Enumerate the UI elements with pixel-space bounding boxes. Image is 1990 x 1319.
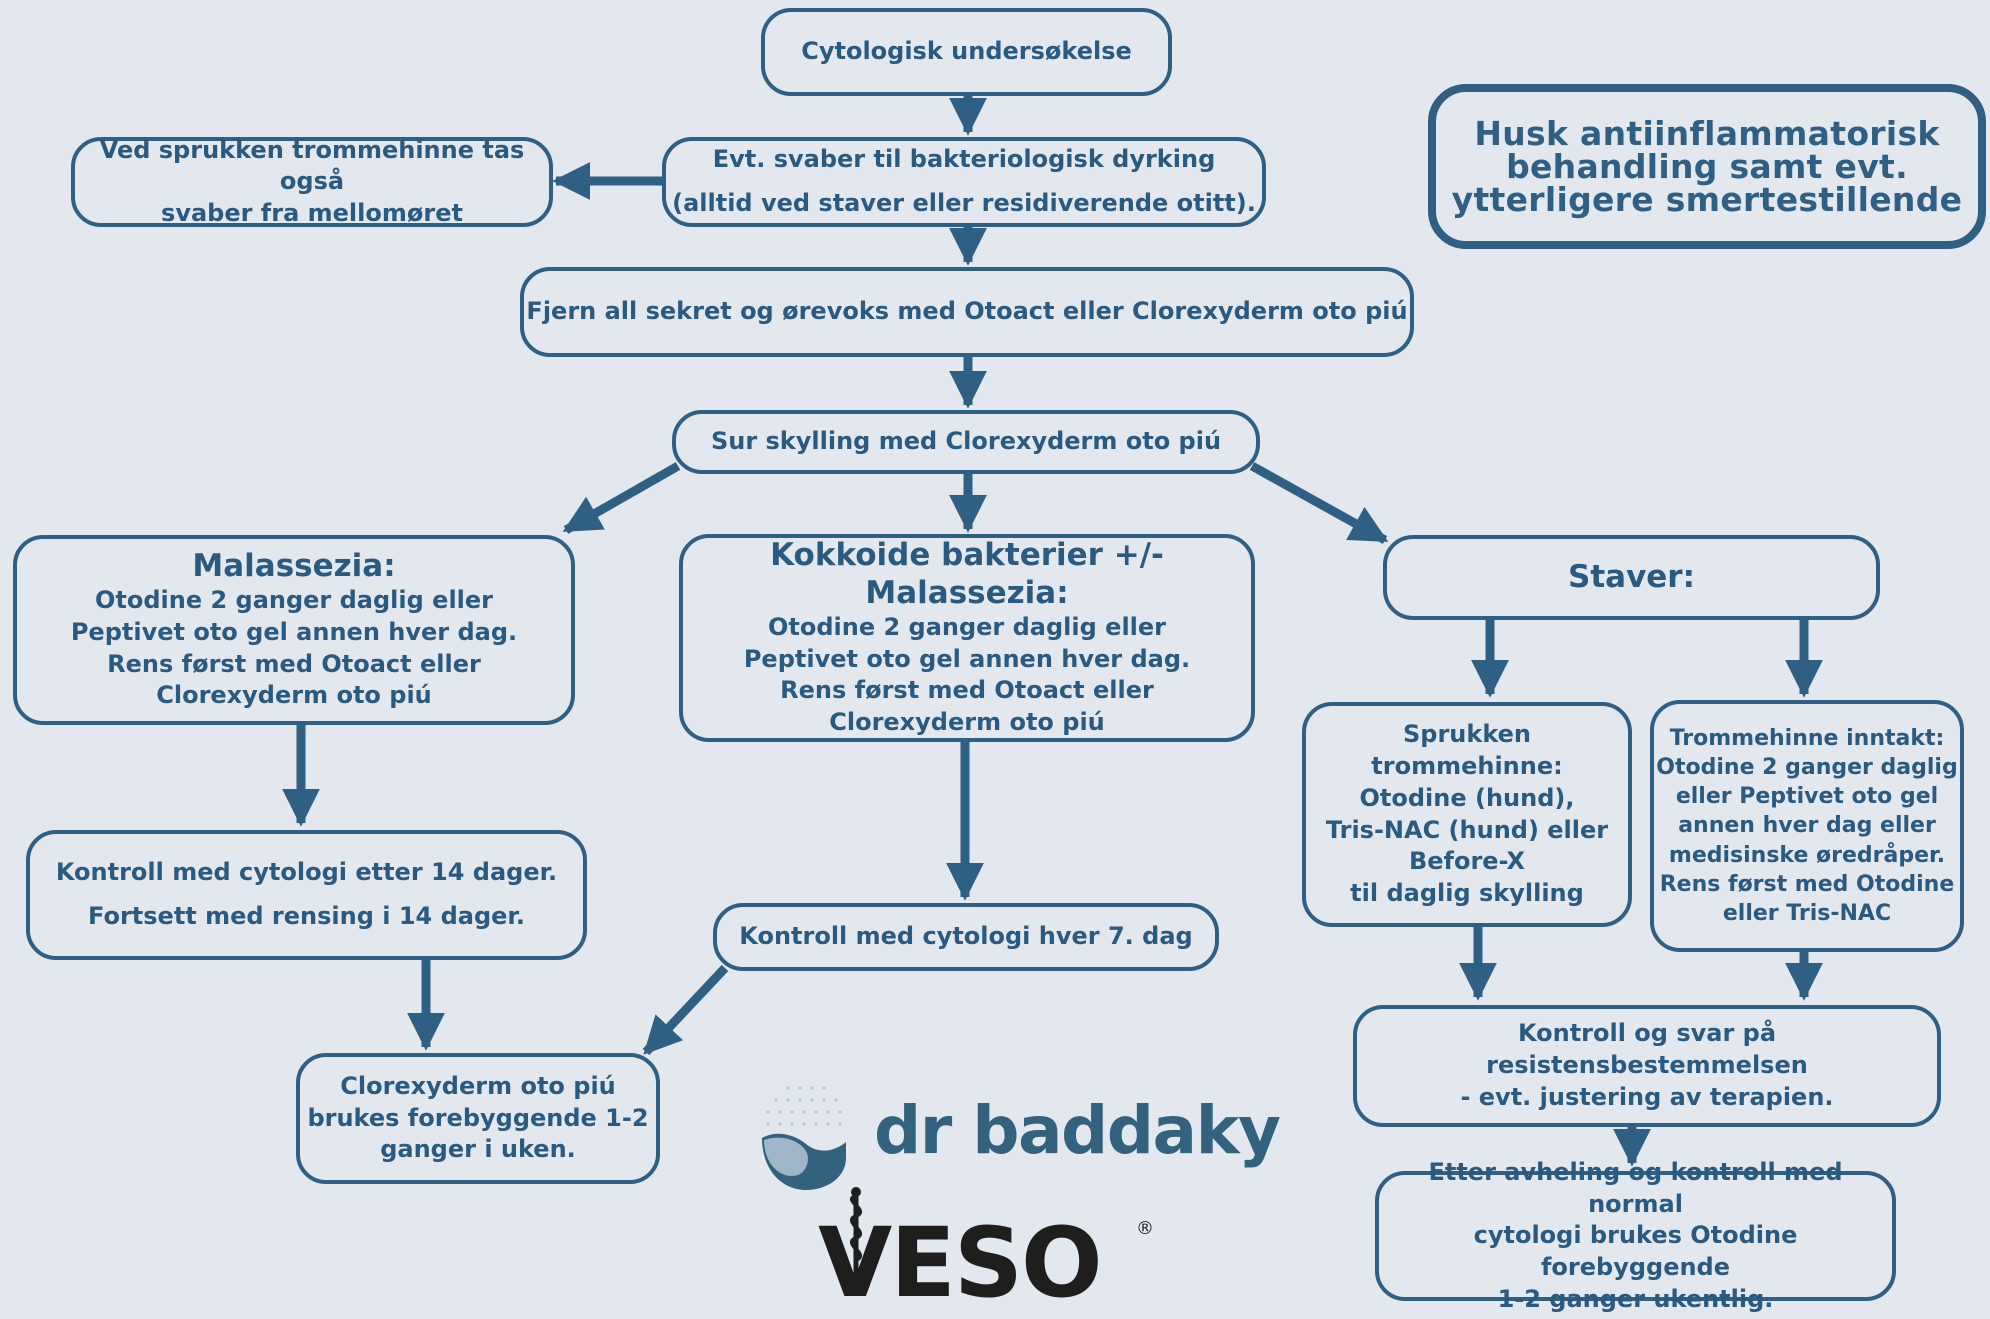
- registered-mark: ®: [1136, 1218, 1154, 1239]
- middle-ear-text-1: Ved sprukken trommehinne tas også: [99, 135, 525, 196]
- dr-baddaky-logo-mark: [762, 1086, 846, 1190]
- remove-text: Fjern all sekret og ørevoks med Otoact e…: [526, 297, 1408, 326]
- control14-line-2: Fortsett med rensing i 14 dager.: [88, 902, 525, 930]
- preventive-line-3: ganger i uken.: [380, 1135, 576, 1164]
- middle-ear-text-2: svaber fra mellomøret: [161, 198, 463, 227]
- healing-line-2: cytologi brukes Otodine forebyggende: [1473, 1221, 1798, 1281]
- intact-line-4: annen hver dag eller: [1678, 813, 1936, 839]
- control7-text: Kontroll med cytologi hver 7. dag: [739, 922, 1193, 951]
- veso-logo-text: VESO: [818, 1207, 1103, 1319]
- ruptured-line-4: Before-X: [1408, 847, 1526, 876]
- cocci-box: Kokkoide bakterier +/- Malassezia: Otodi…: [679, 534, 1255, 742]
- note-text-2: behandling samt evt.: [1506, 147, 1908, 186]
- intact-line-7: eller Tris-NAC: [1722, 900, 1892, 926]
- healing-line-3: 1-2 ganger ukentlig.: [1497, 1284, 1774, 1313]
- cytology-text: Cytologisk undersøkelse: [801, 37, 1132, 66]
- cocci-line-3: Rens først med Otoact eller: [780, 676, 1154, 705]
- malassezia-box: Malassezia: Otodine 2 ganger daglig elle…: [13, 535, 575, 725]
- control-7-days-box: Kontroll med cytologi hver 7. dag: [713, 903, 1219, 971]
- ruptured-line-5: til daglig skylling: [1350, 878, 1584, 907]
- note-text-3: ytterligere smertestillende: [1451, 180, 1963, 219]
- intact-line-6: Rens først med Otodine: [1659, 871, 1955, 897]
- rods-title: Staver:: [1568, 558, 1695, 595]
- swab-text-2: (alltid ved staver eller residiverende o…: [672, 189, 1256, 217]
- ruptured-line-1: Sprukken trommehinne:: [1371, 720, 1563, 781]
- veso-caduceus-icon: [850, 1187, 862, 1296]
- cocci-line-2: Peptivet oto gel annen hver dag.: [743, 644, 1191, 673]
- reminder-note-box: Husk antiinflammatorisk behandling samt …: [1428, 84, 1986, 249]
- preventive-line-1: Clorexyderm oto piú: [340, 1071, 616, 1100]
- resistance-line-2: - evt. justering av terapien.: [1460, 1082, 1834, 1111]
- preventive-box: Clorexyderm oto piú brukes forebyggende …: [296, 1053, 660, 1184]
- intact-line-3: eller Peptivet oto gel: [1675, 784, 1939, 810]
- malassezia-title: Malassezia:: [192, 548, 396, 585]
- healing-box: Etter avheling og kontroll med normal cy…: [1375, 1158, 1896, 1313]
- cocci-line-1: Otodine 2 ganger daglig eller: [767, 612, 1167, 641]
- cocci-title: Kokkoide bakterier +/- Malassezia:: [770, 537, 1164, 611]
- arrow-rinse-to-rods: [1249, 462, 1389, 544]
- control-14-days-box: Kontroll med cytologi etter 14 dager. Fo…: [26, 830, 587, 960]
- intact-line-5: medisinske øredråper.: [1668, 842, 1946, 868]
- malassezia-line-3: Rens først med Otoact eller: [107, 649, 481, 678]
- cocci-line-4: Clorexyderm oto piú: [829, 707, 1105, 736]
- swab-box: Evt. svaber til bakteriologisk dyrking (…: [662, 137, 1266, 227]
- intact-eardrum-box: Trommehinne inntakt: Otodine 2 ganger da…: [1650, 700, 1964, 952]
- swab-text-1: Evt. svaber til bakteriologisk dyrking: [712, 145, 1216, 174]
- resistance-line-1: Kontroll og svar på resistensbestemmelse…: [1486, 1019, 1808, 1080]
- ruptured-eardrum-box: Sprukken trommehinne: Otodine (hund), Tr…: [1302, 702, 1632, 927]
- dr-baddaky-logo-text: dr baddaky: [874, 1092, 1281, 1169]
- remove-box: Fjern all sekret og ørevoks med Otoact e…: [520, 267, 1414, 357]
- malassezia-line-4: Clorexyderm oto piú: [156, 681, 432, 710]
- intact-line-1: Trommehinne inntakt:: [1669, 726, 1945, 752]
- control14-line-1: Kontroll med cytologi etter 14 dager.: [55, 858, 558, 887]
- malassezia-line-1: Otodine 2 ganger daglig eller: [94, 586, 494, 615]
- rods-box: Staver:: [1383, 535, 1880, 620]
- preventive-line-2: brukes forebyggende 1-2: [307, 1103, 649, 1132]
- arrow-rinse-to-malassezia: [562, 462, 681, 534]
- ruptured-line-2: Otodine (hund),: [1359, 783, 1575, 812]
- rinse-box: Sur skylling med Clorexyderm oto piú: [672, 410, 1260, 474]
- malassezia-line-2: Peptivet oto gel annen hver dag.: [70, 617, 518, 646]
- resistance-box: Kontroll og svar på resistensbestemmelse…: [1353, 1005, 1941, 1127]
- rinse-text: Sur skylling med Clorexyderm oto piú: [710, 427, 1222, 456]
- note-text-1: Husk antiinflammatorisk: [1474, 114, 1940, 153]
- middle-ear-box: Ved sprukken trommehinne tas også svaber…: [71, 135, 553, 227]
- cytology-box: Cytologisk undersøkelse: [761, 8, 1172, 96]
- ruptured-line-3: Tris-NAC (hund) eller: [1325, 815, 1609, 844]
- arrow-control7-to-preventive: [642, 964, 729, 1056]
- intact-line-2: Otodine 2 ganger daglig: [1656, 755, 1958, 781]
- healing-line-1: Etter avheling og kontroll med normal: [1428, 1157, 1843, 1218]
